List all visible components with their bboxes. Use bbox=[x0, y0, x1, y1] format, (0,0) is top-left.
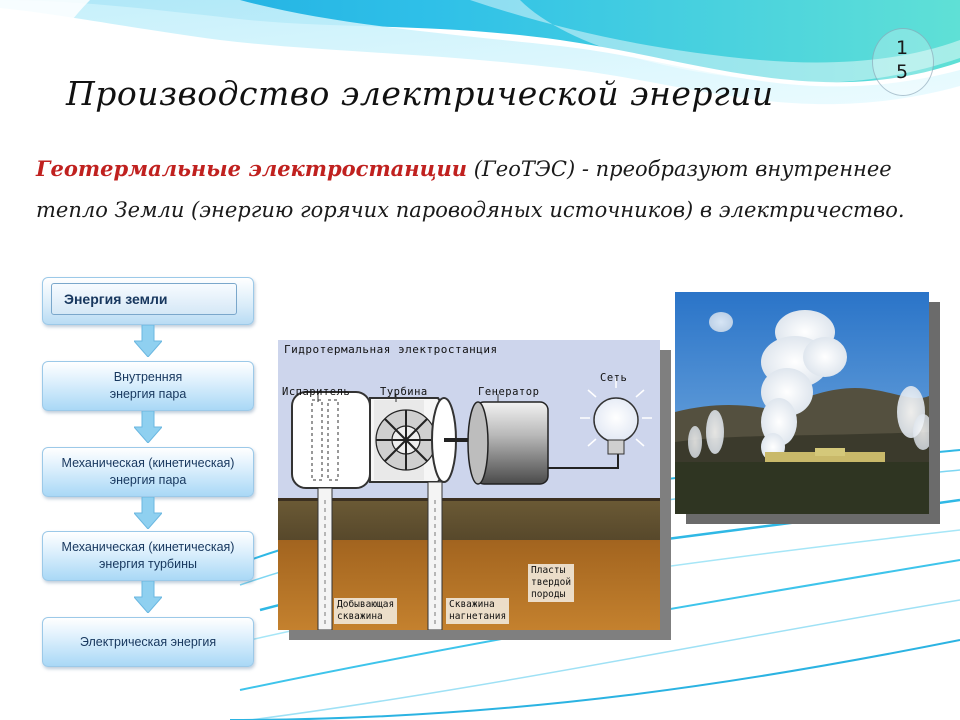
label-evaporator: Испаритель bbox=[282, 386, 351, 398]
down-arrow-icon bbox=[134, 581, 162, 613]
geothermal-plant-diagram: Гидротермальная электростанция Испарител… bbox=[278, 340, 660, 630]
label-turbine: Турбина bbox=[380, 386, 428, 398]
geothermal-plant-photo bbox=[675, 292, 929, 514]
tag-rock-layers: Пласты твердой породы bbox=[528, 564, 575, 602]
flow-box-steam-internal-energy: Внутренняя энергия пара bbox=[42, 361, 254, 411]
flow-box-steam-kinetic-energy: Механическая (кинетическая) энергия пара bbox=[42, 447, 254, 497]
label-generator: Генератор bbox=[478, 386, 540, 398]
down-arrow-icon bbox=[134, 411, 162, 443]
down-arrow-icon bbox=[134, 325, 162, 357]
diagram-title: Гидротермальная электростанция bbox=[284, 343, 498, 356]
intro-text: (ГеоТЭС) - преобразуют внутреннее тепло … bbox=[36, 157, 905, 222]
intro-term: Геотермальные электростанции bbox=[36, 156, 468, 181]
lightbulb-icon bbox=[580, 378, 652, 455]
flow-box-electric-energy: Электрическая энергия bbox=[42, 617, 254, 667]
tag-injection-well: Скважина нагнетания bbox=[446, 598, 510, 624]
page-number-badge bbox=[872, 28, 934, 96]
page-number-line1: 1 bbox=[895, 37, 909, 59]
flow-box-turbine-kinetic-energy: Механическая (кинетическая) энергия турб… bbox=[42, 531, 254, 581]
diagram-graphics bbox=[278, 378, 660, 630]
flow-box-label: Энергия земли bbox=[51, 283, 237, 315]
down-arrow-icon bbox=[134, 497, 162, 529]
page-number: 1 5 bbox=[892, 36, 912, 84]
intro-paragraph: Геотермальные электростанции (ГеоТЭС) - … bbox=[36, 148, 936, 231]
tag-production-well: Добывающая скважина bbox=[334, 598, 398, 624]
slide-title: Производство электрической энергии bbox=[66, 74, 774, 113]
flow-box-earth-energy: Энергия земли bbox=[42, 277, 254, 325]
page-number-line2: 5 bbox=[895, 61, 909, 83]
label-grid: Сеть bbox=[600, 372, 628, 384]
